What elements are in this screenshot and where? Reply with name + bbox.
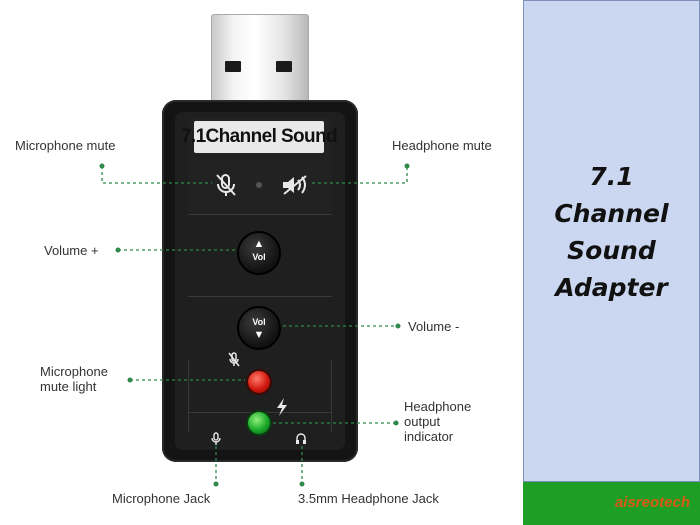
device-title-plate: 7.1Channel Sound bbox=[181, 121, 338, 153]
vol-down-arrow-icon: ▼ bbox=[253, 329, 265, 341]
panel-divider bbox=[331, 360, 332, 432]
label-microphone-mute-light: Microphone mute light bbox=[40, 364, 108, 394]
lightning-icon bbox=[274, 397, 290, 417]
headphone-mute-icon bbox=[280, 174, 310, 196]
status-led bbox=[256, 182, 262, 188]
panel-divider bbox=[188, 360, 189, 432]
title-line: 7.1 bbox=[589, 162, 634, 191]
brand-name: aisreotech bbox=[614, 494, 690, 511]
vol-up-arrow-icon: ▲ bbox=[253, 238, 265, 250]
usb-contact-hole bbox=[276, 61, 292, 72]
label-headphone-mute: Headphone mute bbox=[392, 138, 492, 153]
brand-bar: aisreotech bbox=[523, 482, 700, 525]
mic-mute-small-icon bbox=[227, 352, 241, 368]
title-line: Sound bbox=[567, 236, 656, 265]
label-volume-down: Volume - bbox=[408, 319, 460, 334]
volume-up-button[interactable]: ▲ Vol bbox=[237, 231, 281, 275]
side-panel-title: 7.1 Channel Sound Adapter bbox=[523, 158, 700, 306]
label-volume-up: Volume + bbox=[44, 243, 99, 258]
headphone-output-led bbox=[246, 410, 272, 436]
label-microphone-mute: Microphone mute bbox=[15, 138, 116, 153]
volume-up-label: Vol bbox=[252, 252, 266, 262]
device-title: 7.1Channel Sound bbox=[180, 126, 338, 147]
panel-divider bbox=[188, 296, 332, 297]
label-headphone-jack: 3.5mm Headphone Jack bbox=[298, 491, 439, 506]
mic-icon bbox=[210, 432, 222, 446]
label-microphone-jack: Microphone Jack bbox=[112, 491, 211, 506]
volume-down-button[interactable]: Vol ▼ bbox=[237, 306, 281, 350]
callout-lines bbox=[99, 163, 410, 487]
usb-contact-hole bbox=[225, 61, 241, 72]
title-line: Channel bbox=[554, 199, 669, 228]
mic-mute-led bbox=[246, 369, 272, 395]
label-headphone-output-indicator: Headphone output indicator bbox=[404, 399, 472, 444]
headphone-jack-icon bbox=[295, 432, 307, 446]
panel-divider bbox=[188, 214, 332, 215]
mic-mute-icon bbox=[213, 172, 239, 198]
volume-down-label: Vol bbox=[252, 317, 266, 327]
title-line: Adapter bbox=[555, 273, 668, 302]
side-panel bbox=[523, 0, 700, 482]
usb-connector bbox=[211, 14, 309, 106]
